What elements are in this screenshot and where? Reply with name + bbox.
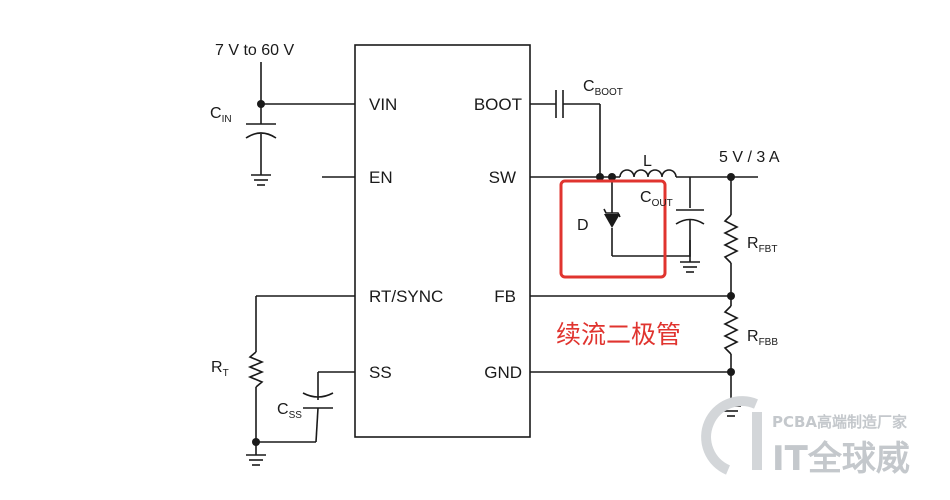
pin-label-gnd: GND [484,363,522,382]
pin-label-ss: SS [369,363,392,382]
diode-ground-wire [612,240,691,257]
pin-label-rt-sync: RT/SYNC [369,287,443,306]
cin-label: CIN [210,105,232,125]
input-voltage-label: 7 V to 60 V [215,42,294,59]
junction-dots [252,100,735,446]
pin-label-fb: FB [494,287,516,306]
cin-capacitor [245,123,277,175]
pin-label-vin: VIN [369,95,397,114]
css-label: CSS [277,401,302,421]
freewheeling-diode-annotation: 续流二极管 [556,320,681,349]
inductor-label: L [643,153,652,170]
cout-capacitor [675,209,705,262]
rfbt-resistor [723,214,739,264]
cin-ground-icon [251,174,271,186]
rfbt-label: RFBT [747,235,777,255]
cboot-capacitor [555,90,564,118]
cout-label: COUT [640,189,673,209]
cboot-label: CBOOT [583,78,623,98]
diode-highlight-box [559,179,667,279]
watermark-brand: IT全球威 [772,439,910,479]
rt-label: RT [211,359,229,379]
diode-label: D [577,217,589,234]
pin-label-boot: BOOT [474,95,522,114]
pin-label-sw: SW [489,168,516,187]
rt-ground-icon [246,454,266,466]
rfbb-resistor [723,305,739,355]
rt-resistor [247,351,265,388]
inductor-coil [619,169,677,178]
pin-label-en: EN [369,168,393,187]
cout-ground-icon [680,261,700,273]
watermark-tagline: PCBA高端制造厂家 [772,413,907,431]
watermark-logo: PCBA高端制造厂家 IT全球威 [701,396,910,479]
rfbb-label: RFBB [747,328,778,348]
ic-body [354,44,531,438]
css-bottom-wire [315,407,319,443]
diode-icon [604,214,620,228]
output-voltage-label: 5 V / 3 A [719,149,780,166]
